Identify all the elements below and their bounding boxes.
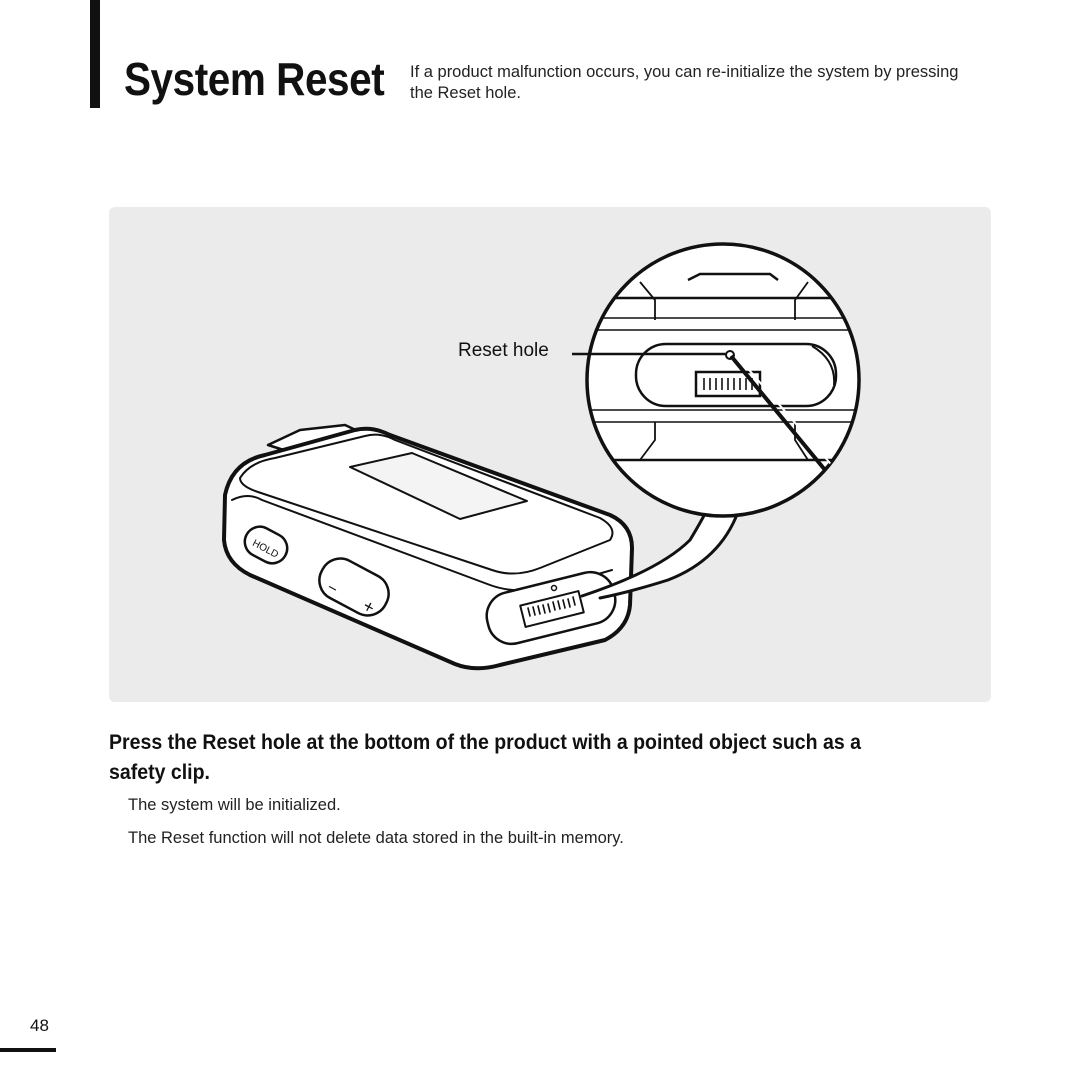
page-title: System Reset (124, 53, 385, 105)
intro-text: If a product malfunction occurs, you can… (410, 63, 959, 102)
title-accent-bar (90, 0, 100, 108)
mp3-player-illustration: HOLD − + (222, 242, 861, 671)
safety-clip-pin (729, 354, 832, 478)
page-number: 48 (30, 1016, 49, 1035)
usb-port-pins (527, 596, 576, 617)
volume-button (318, 557, 390, 617)
instruction-text: Press the Reset hole at the bottom of th… (109, 731, 862, 784)
note-item: The Reset function will not delete data … (128, 829, 624, 847)
illustration-panel: HOLD − + (109, 207, 991, 702)
page-footer-rule (0, 1048, 56, 1052)
note-item: The system will be initialized. (128, 796, 341, 814)
reset-hole-label: Reset hole (458, 340, 549, 361)
reset-hole-small (550, 584, 558, 592)
hold-switch (243, 525, 289, 565)
lcd-screen (349, 452, 528, 520)
